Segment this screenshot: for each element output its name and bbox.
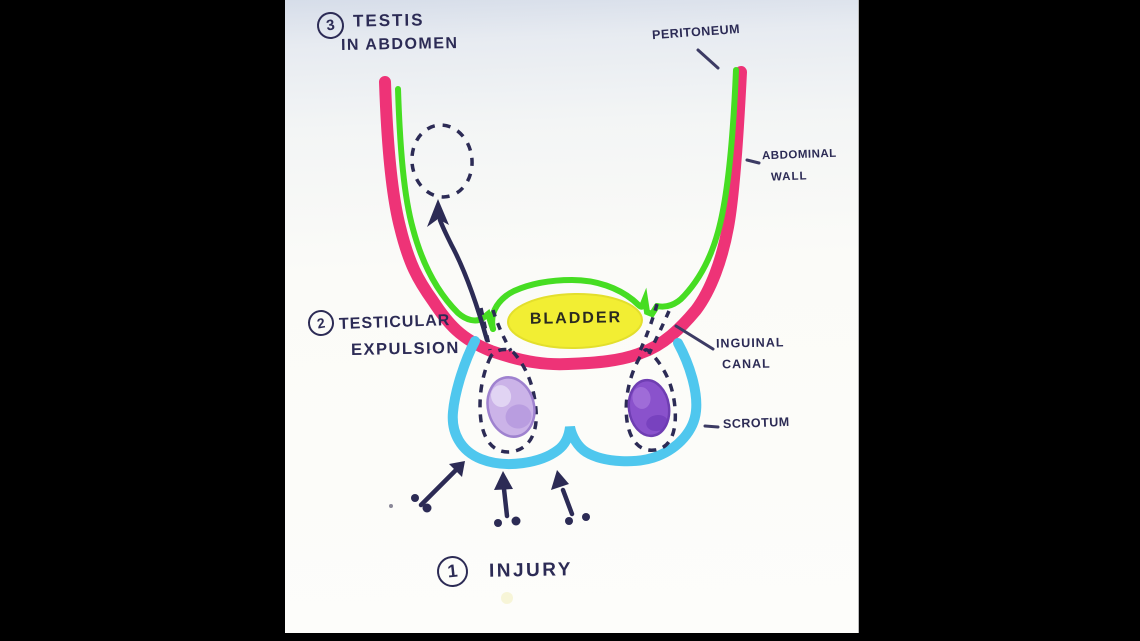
diagram-paper: 3 TESTIS IN ABDOMEN PERITONEUM ABDOMINAL… bbox=[285, 0, 859, 633]
injury-arrow-right bbox=[551, 470, 590, 525]
injury-dot bbox=[389, 504, 393, 508]
letterbox-left bbox=[0, 0, 285, 641]
abdominal-wall-pointer-dash bbox=[745, 158, 761, 165]
testis-left bbox=[486, 376, 536, 438]
bladder-shape bbox=[507, 292, 643, 350]
peritoneum-pointer-line bbox=[696, 48, 720, 70]
gubernaculum-right-dashed-outline bbox=[624, 348, 678, 452]
peritoneum-line-left bbox=[395, 86, 496, 332]
testis-in-abdomen-label-line1: TESTIS bbox=[352, 10, 425, 31]
inguinal-canal-right-dashed-b bbox=[647, 310, 671, 355]
injury-dot bbox=[582, 513, 590, 521]
inguinal-canal-label-line2: CANAL bbox=[721, 356, 771, 372]
scrotum-pointer-dash bbox=[703, 424, 720, 429]
injury-arrow-middle bbox=[494, 471, 521, 527]
inguinal-canal-left-dashed-a bbox=[479, 307, 492, 351]
injury-dot bbox=[565, 517, 573, 525]
testis-in-abdomen-label-line2: IN ABDOMEN bbox=[340, 34, 459, 55]
testicular-expulsion-label-line2: EXPULSION bbox=[350, 339, 460, 359]
injury-dot bbox=[494, 519, 502, 527]
scrotum-label: SCROTUM bbox=[722, 414, 790, 432]
paper-smudge bbox=[501, 592, 513, 604]
injury-label: INJURY bbox=[488, 559, 574, 582]
testicular-expulsion-label-line1: TESTICULAR bbox=[338, 312, 451, 333]
expulsion-arrow-shaft bbox=[437, 217, 490, 343]
injury-dot bbox=[411, 494, 419, 502]
inguinal-canal-right-dashed-a bbox=[638, 303, 659, 352]
testis-in-abdomen-dashed-outline bbox=[410, 123, 474, 199]
letterbox-right bbox=[859, 0, 1140, 641]
peritoneum-line-bladder bbox=[489, 276, 660, 332]
testis-right bbox=[627, 378, 671, 438]
injury-dot bbox=[422, 503, 432, 513]
peritoneum-line-right bbox=[654, 67, 739, 310]
scrotum-line bbox=[447, 336, 702, 469]
anatomy-drawing bbox=[379, 48, 761, 604]
abdominal-wall-line bbox=[379, 66, 747, 371]
abdominal-wall-label-line1: ABDOMINAL bbox=[761, 147, 837, 163]
letterbox-bottom bbox=[0, 633, 1140, 641]
inguinal-canal-pointer-line bbox=[674, 324, 715, 351]
abdominal-wall-label-line2: WALL bbox=[770, 170, 808, 184]
injury-dot bbox=[511, 516, 521, 526]
expulsion-arrow-head bbox=[427, 199, 449, 227]
injury-arrow-left bbox=[389, 461, 465, 513]
inguinal-canal-label-line1: INGUINAL bbox=[715, 335, 785, 351]
bladder-label: BLADDER bbox=[529, 309, 623, 328]
gubernaculum-left-dashed-outline bbox=[478, 347, 538, 454]
inguinal-canal-left-dashed-b bbox=[491, 309, 513, 352]
